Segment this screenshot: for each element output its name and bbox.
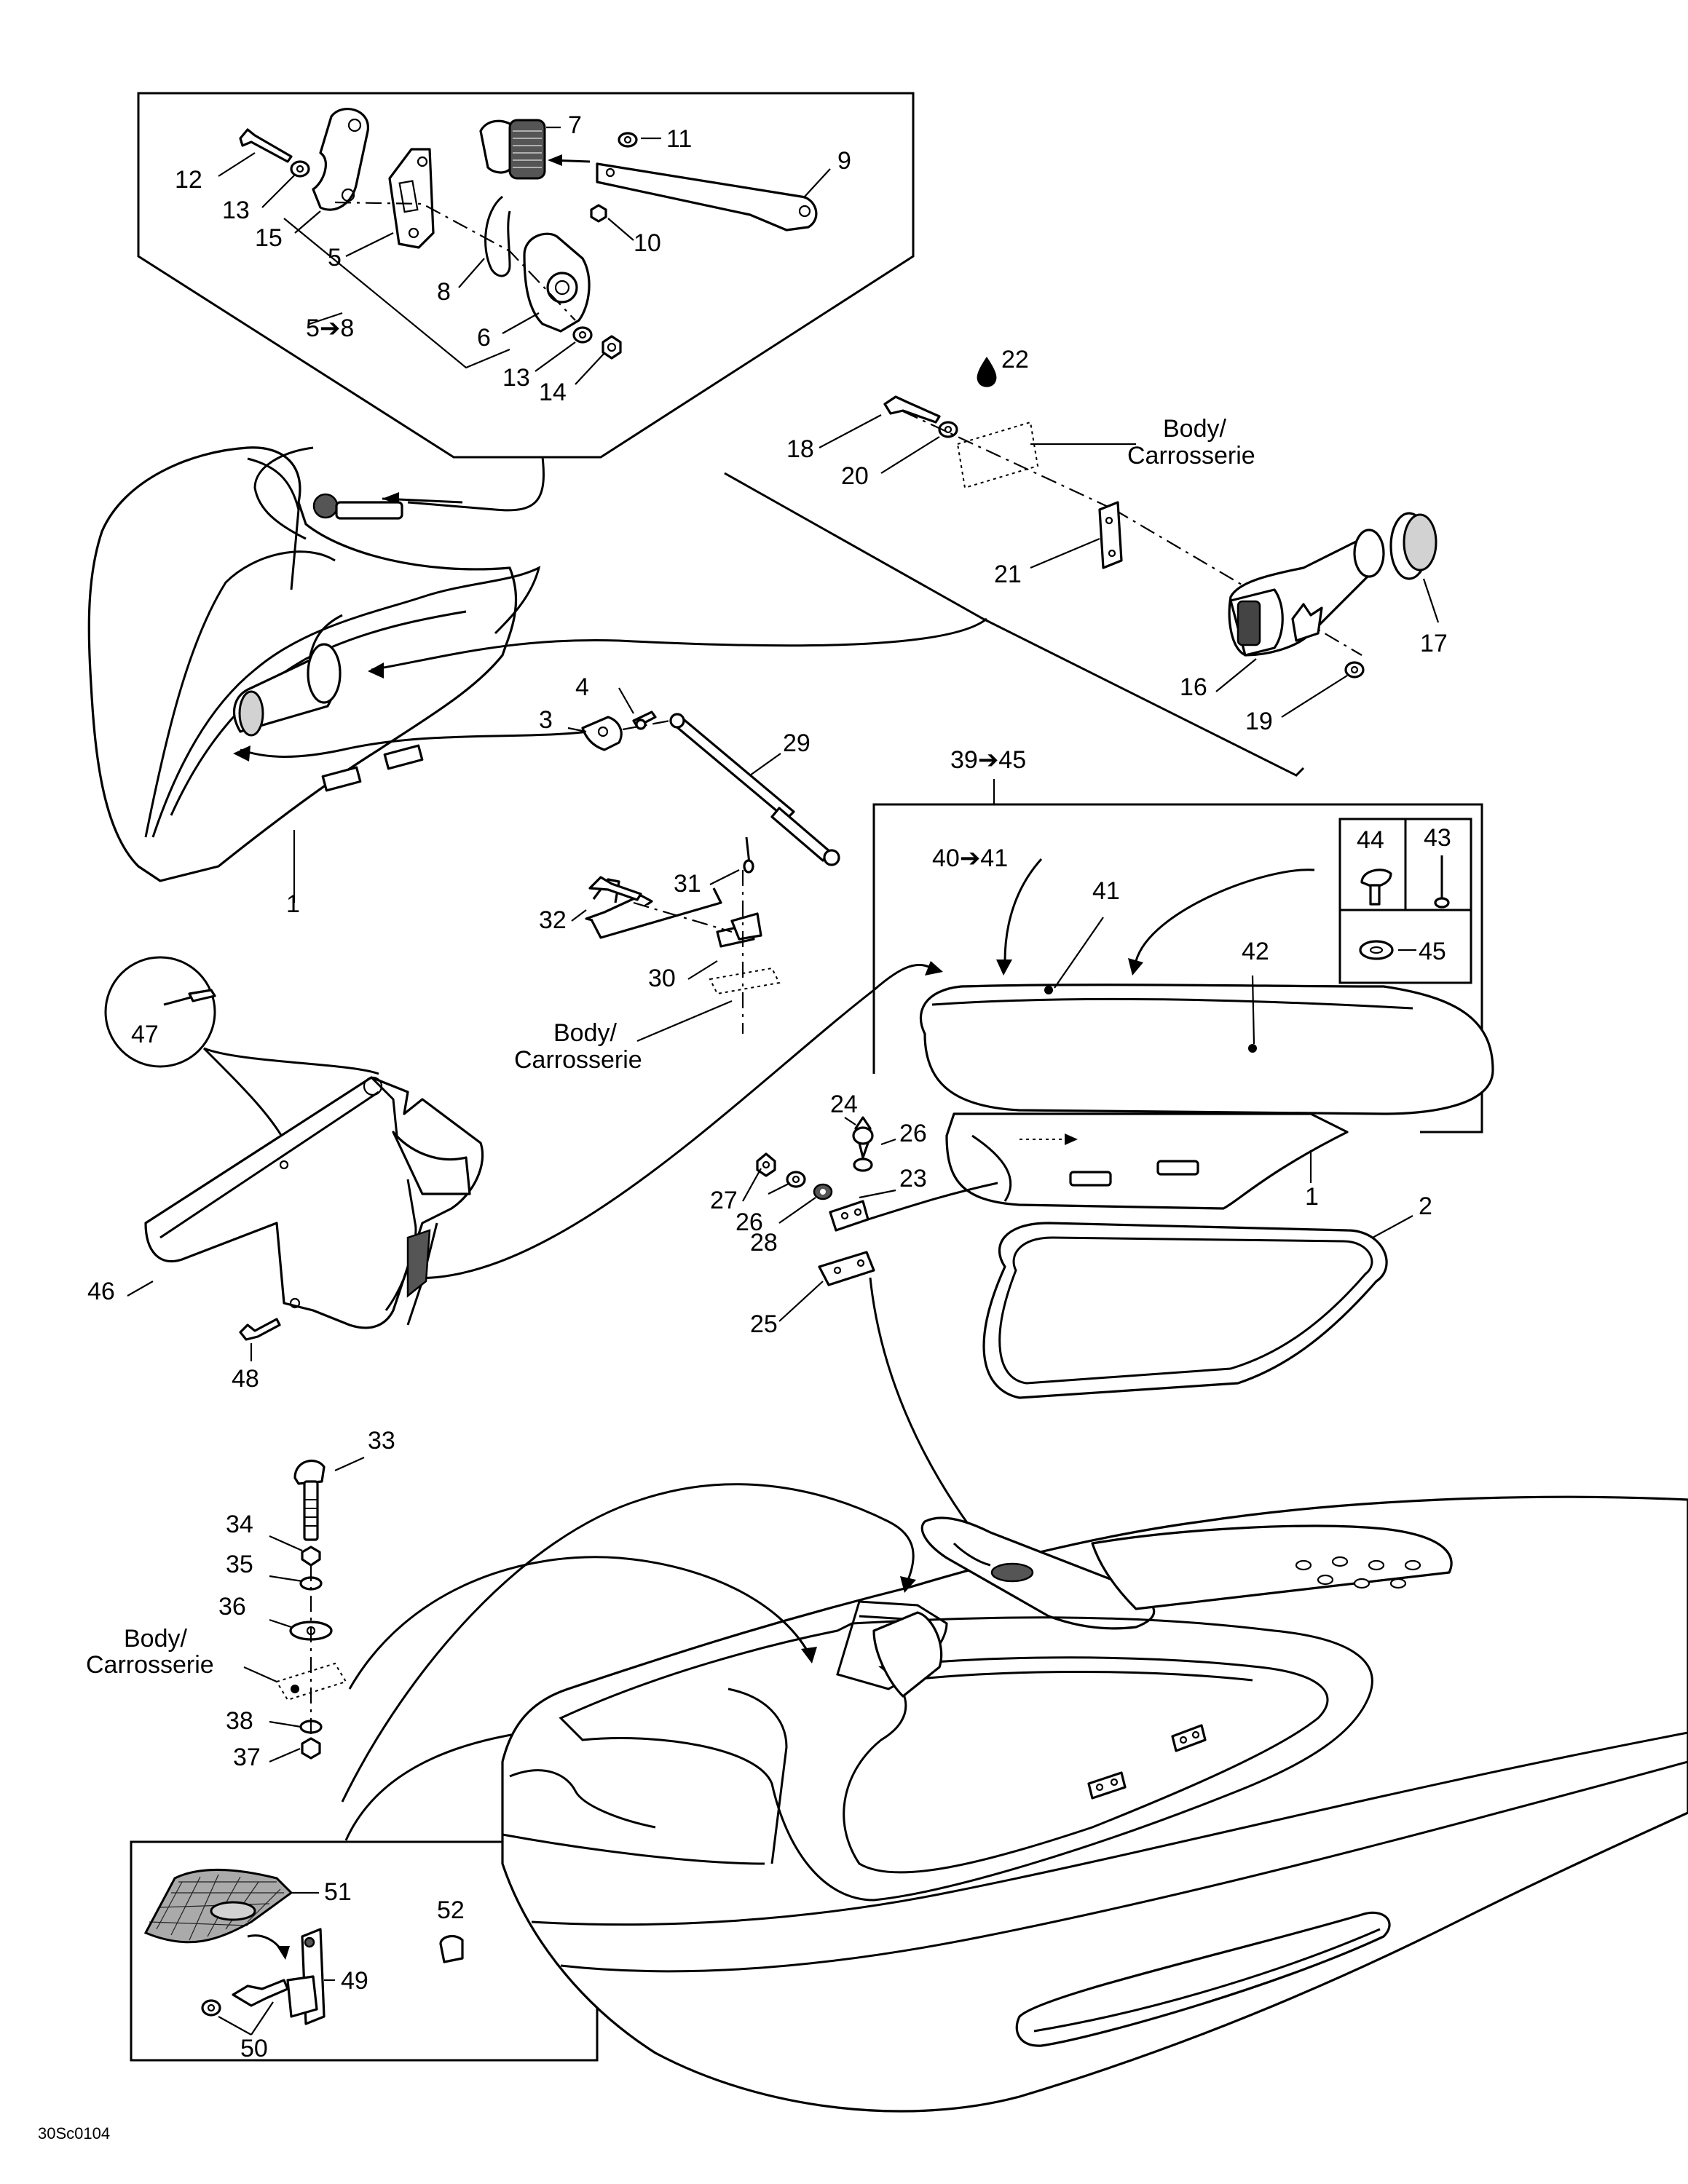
latch-assembly-inset [137,92,915,512]
label-43: 43 [1424,824,1451,852]
label-47: 47 [131,1021,159,1048]
storage-compartment [87,446,987,903]
label-29: 29 [783,729,811,757]
label-49: 49 [341,1967,368,1995]
gas-spring-set [567,687,840,866]
label-45: 45 [1419,938,1446,965]
label-1a: 1 [286,890,300,918]
label-50: 50 [240,2035,268,2062]
label-4: 4 [575,673,589,701]
label-15: 15 [255,224,283,252]
body-label-3b: Carrosserie [86,1651,214,1679]
label-2: 2 [1419,1192,1432,1220]
label-21: 21 [994,561,1022,588]
label-9: 9 [837,147,851,175]
label-13a: 13 [222,197,250,224]
label-19: 19 [1245,708,1273,735]
label-27: 27 [710,1187,738,1214]
label-48: 48 [232,1365,259,1393]
label-32: 32 [539,906,567,934]
label-16: 16 [1180,673,1207,701]
label-41: 41 [1092,877,1120,905]
label-46: 46 [87,1278,115,1305]
storage-handle-set [724,357,1440,777]
label-18: 18 [786,435,814,463]
label-39-45: 39➔45 [950,746,1026,774]
body-label-1b: Carrosserie [1127,442,1255,470]
net-clip-inset [130,1725,765,2062]
label-37: 37 [233,1744,261,1771]
body-label-1a: Body/ [1163,415,1226,443]
label-28: 28 [750,1229,778,1257]
callout-labels: 12 13 15 5 8 5➔8 6 13 14 7 11 9 10 22 Bo… [38,111,1451,2143]
label-52: 52 [437,1896,465,1924]
label-10: 10 [634,229,661,257]
body-label-3a: Body/ [124,1625,187,1653]
label-40-41: 40➔41 [932,844,1008,872]
label-5a: 5 [328,244,342,272]
label-26b: 26 [735,1208,763,1236]
label-51: 51 [324,1878,352,1906]
label-25: 25 [750,1310,778,1338]
label-22: 22 [1001,346,1029,373]
label-35: 35 [226,1551,253,1578]
hinge-bracket-set [571,836,781,1042]
label-17: 17 [1420,630,1448,657]
label-6: 6 [477,324,491,352]
rear-cover-detail [104,956,484,1361]
label-20: 20 [841,462,869,490]
figure-code: 30Sc0104 [38,2124,110,2143]
body-label-2b: Carrosserie [514,1046,642,1074]
label-5-8: 5➔8 [306,314,354,342]
label-34: 34 [226,1511,253,1538]
label-33: 33 [368,1427,395,1455]
label-23: 23 [899,1165,927,1192]
seat-assembly [407,779,1494,1280]
fastener-stack [243,1456,365,1763]
label-42: 42 [1242,938,1269,965]
label-7: 7 [568,111,582,139]
label-31: 31 [674,870,701,898]
hull-deck [341,1483,1688,2113]
label-11: 11 [666,125,692,153]
label-36: 36 [218,1593,246,1621]
label-1b: 1 [1305,1183,1319,1211]
body-label-2a: Body/ [553,1019,617,1047]
label-14: 14 [539,379,567,406]
label-38: 38 [226,1707,253,1735]
seal-gasket [982,1215,1413,1399]
label-24: 24 [830,1091,858,1118]
label-8: 8 [437,278,451,306]
label-44: 44 [1357,826,1384,854]
label-30: 30 [648,965,676,992]
label-13b: 13 [502,364,530,392]
label-26a: 26 [899,1120,927,1147]
label-3: 3 [539,706,553,734]
label-12: 12 [175,166,202,194]
